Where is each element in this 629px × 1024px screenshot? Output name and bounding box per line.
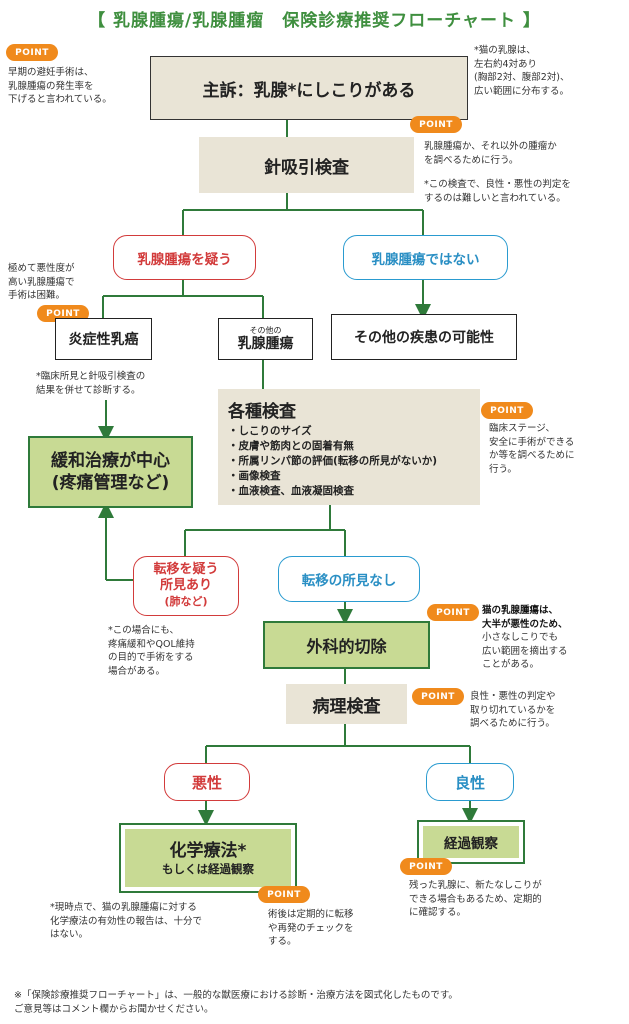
node-other-disease: その他の疾患の可能性 bbox=[331, 314, 517, 360]
palliative-line-2: (疼痛管理など) bbox=[51, 473, 170, 493]
other-tumor-small: その他の bbox=[249, 325, 282, 335]
point-badge: POINT bbox=[481, 402, 533, 419]
note-metastasis: *この場合にも、 疼痛緩和やQOL維持 の目的で手術をする 場合がある。 bbox=[108, 625, 195, 677]
point-badge: POINT bbox=[410, 116, 462, 133]
node-inflammatory: 炎症性乳癌 bbox=[55, 318, 152, 360]
note-benign: 残った乳腺に、新たなしこりが できる場合もあるため、定期的 に確認する。 bbox=[409, 880, 542, 918]
note-fna: 乳腺腫瘍か、それ以外の腫瘤か を調べるために行う。 bbox=[424, 141, 557, 166]
point-badge: POINT bbox=[37, 305, 89, 322]
exam-item: ・画像検査 bbox=[228, 470, 281, 482]
point-badge: POINT bbox=[6, 44, 58, 61]
node-malignant: 悪性 bbox=[164, 763, 250, 801]
note-surgery: 小さなしこりでも 広い範囲を摘出する ことがある。 bbox=[482, 632, 568, 670]
note-recheck: 術後は定期的に転移 や再発のチェックを する。 bbox=[268, 909, 354, 947]
point-badge: POINT bbox=[400, 858, 452, 875]
note-fna-2: *この検査で、良性・悪性の判定を するのは難しいと言われている。 bbox=[424, 179, 571, 204]
metastasis-line-3: (肺など) bbox=[164, 595, 208, 608]
node-not-tumor: 乳腺腫瘍ではない bbox=[343, 235, 508, 280]
point-badge: POINT bbox=[427, 604, 479, 621]
node-fna: 針吸引検査 bbox=[199, 137, 414, 193]
node-suspect-tumor: 乳腺腫瘍を疑う bbox=[113, 235, 256, 280]
node-no-metastasis: 転移の所見なし bbox=[278, 556, 420, 602]
point-badge: POINT bbox=[412, 688, 464, 705]
exam-item: ・皮膚や筋肉との固着有無 bbox=[228, 440, 354, 452]
note-surgery-bold: 猫の乳腺腫瘍は、 大半が悪性のため、 bbox=[482, 605, 568, 630]
exam-item: ・所属リンパ節の評価(転移の所見がないか) bbox=[228, 455, 438, 467]
note-cat-glands: *猫の乳腺は、 左右約4対あり (胸部2対、腹部2対)、 広い範囲に分布する。 bbox=[474, 45, 570, 97]
node-pathology: 病理検査 bbox=[286, 684, 407, 724]
page-title: 【 乳腺腫瘍/乳腺腫瘤 保険診療推奨フローチャート 】 bbox=[88, 11, 541, 31]
node-other-tumor: その他の 乳腺腫瘍 bbox=[218, 318, 313, 360]
note-malignancy: 極めて悪性度が 高い乳腺腫瘍で 手術は困難。 bbox=[8, 263, 75, 301]
node-exams: 各種検査 ・しこりのサイズ ・皮膚や筋肉との固着有無 ・所属リンパ節の評価(転移… bbox=[218, 389, 480, 505]
note-early-spay: 早期の避妊手術は、 乳腺腫瘍の発生率を 下げると言われている。 bbox=[8, 67, 112, 105]
node-surgery: 外科的切除 bbox=[263, 621, 430, 669]
note-staging: 臨床ステージ、 安全に手術ができる か等を調べるために 行う。 bbox=[489, 423, 575, 475]
node-metastasis: 転移を疑う 所見あり (肺など) bbox=[133, 556, 239, 616]
exams-title: 各種検査 bbox=[228, 402, 296, 422]
footer-line-1: ※「保険診療推奨フローチャート」は、一般的な獣医療における診断・治療方法を図式化… bbox=[14, 990, 458, 1001]
node-chemo-frame: 化学療法* もしくは経過観察 bbox=[119, 823, 297, 893]
note-chemo: *現時点で、猫の乳腺腫瘍に対する 化学療法の有効性の報告は、十分で はない。 bbox=[50, 902, 203, 940]
node-benign: 良性 bbox=[426, 763, 514, 801]
node-palliative: 緩和治療が中心 (疼痛管理など) bbox=[28, 436, 193, 508]
metastasis-line-2: 所見あり bbox=[159, 578, 212, 593]
chemo-line-2: もしくは経過観察 bbox=[162, 861, 254, 876]
chemo-line-1: 化学療法* bbox=[169, 840, 247, 861]
exam-item: ・血液検査、血液凝固検査 bbox=[228, 485, 354, 497]
node-observation-frame: 経過観察 bbox=[417, 820, 525, 864]
metastasis-line-1: 転移を疑う bbox=[153, 562, 219, 577]
footer-line-2: ご意見等はコメント欄からお聞かせください。 bbox=[14, 1004, 214, 1015]
point-badge: POINT bbox=[258, 886, 310, 903]
node-observation: 経過観察 bbox=[423, 826, 519, 858]
note-pathology: 良性・悪性の判定や 取り切れているかを 調べるために行う。 bbox=[470, 691, 556, 729]
node-chemo: 化学療法* もしくは経過観察 bbox=[125, 829, 291, 887]
note-clinical: *臨床所見と針吸引検査の 結果を併せて診断する。 bbox=[36, 371, 146, 396]
palliative-line-1: 緩和治療が中心 bbox=[51, 451, 170, 471]
exam-item: ・しこりのサイズ bbox=[228, 425, 312, 437]
other-tumor-label: 乳腺腫瘍 bbox=[237, 335, 294, 352]
node-complaint: 主訴：乳腺*にしこりがある bbox=[150, 56, 468, 120]
